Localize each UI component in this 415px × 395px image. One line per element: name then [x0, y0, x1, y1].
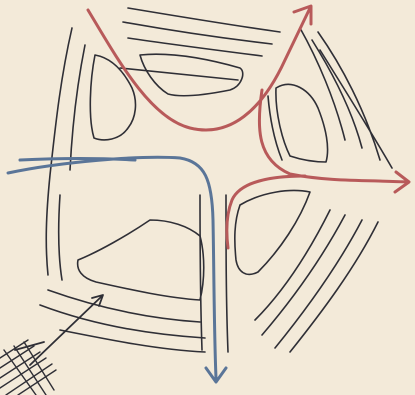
blue-route-stub [20, 159, 135, 161]
